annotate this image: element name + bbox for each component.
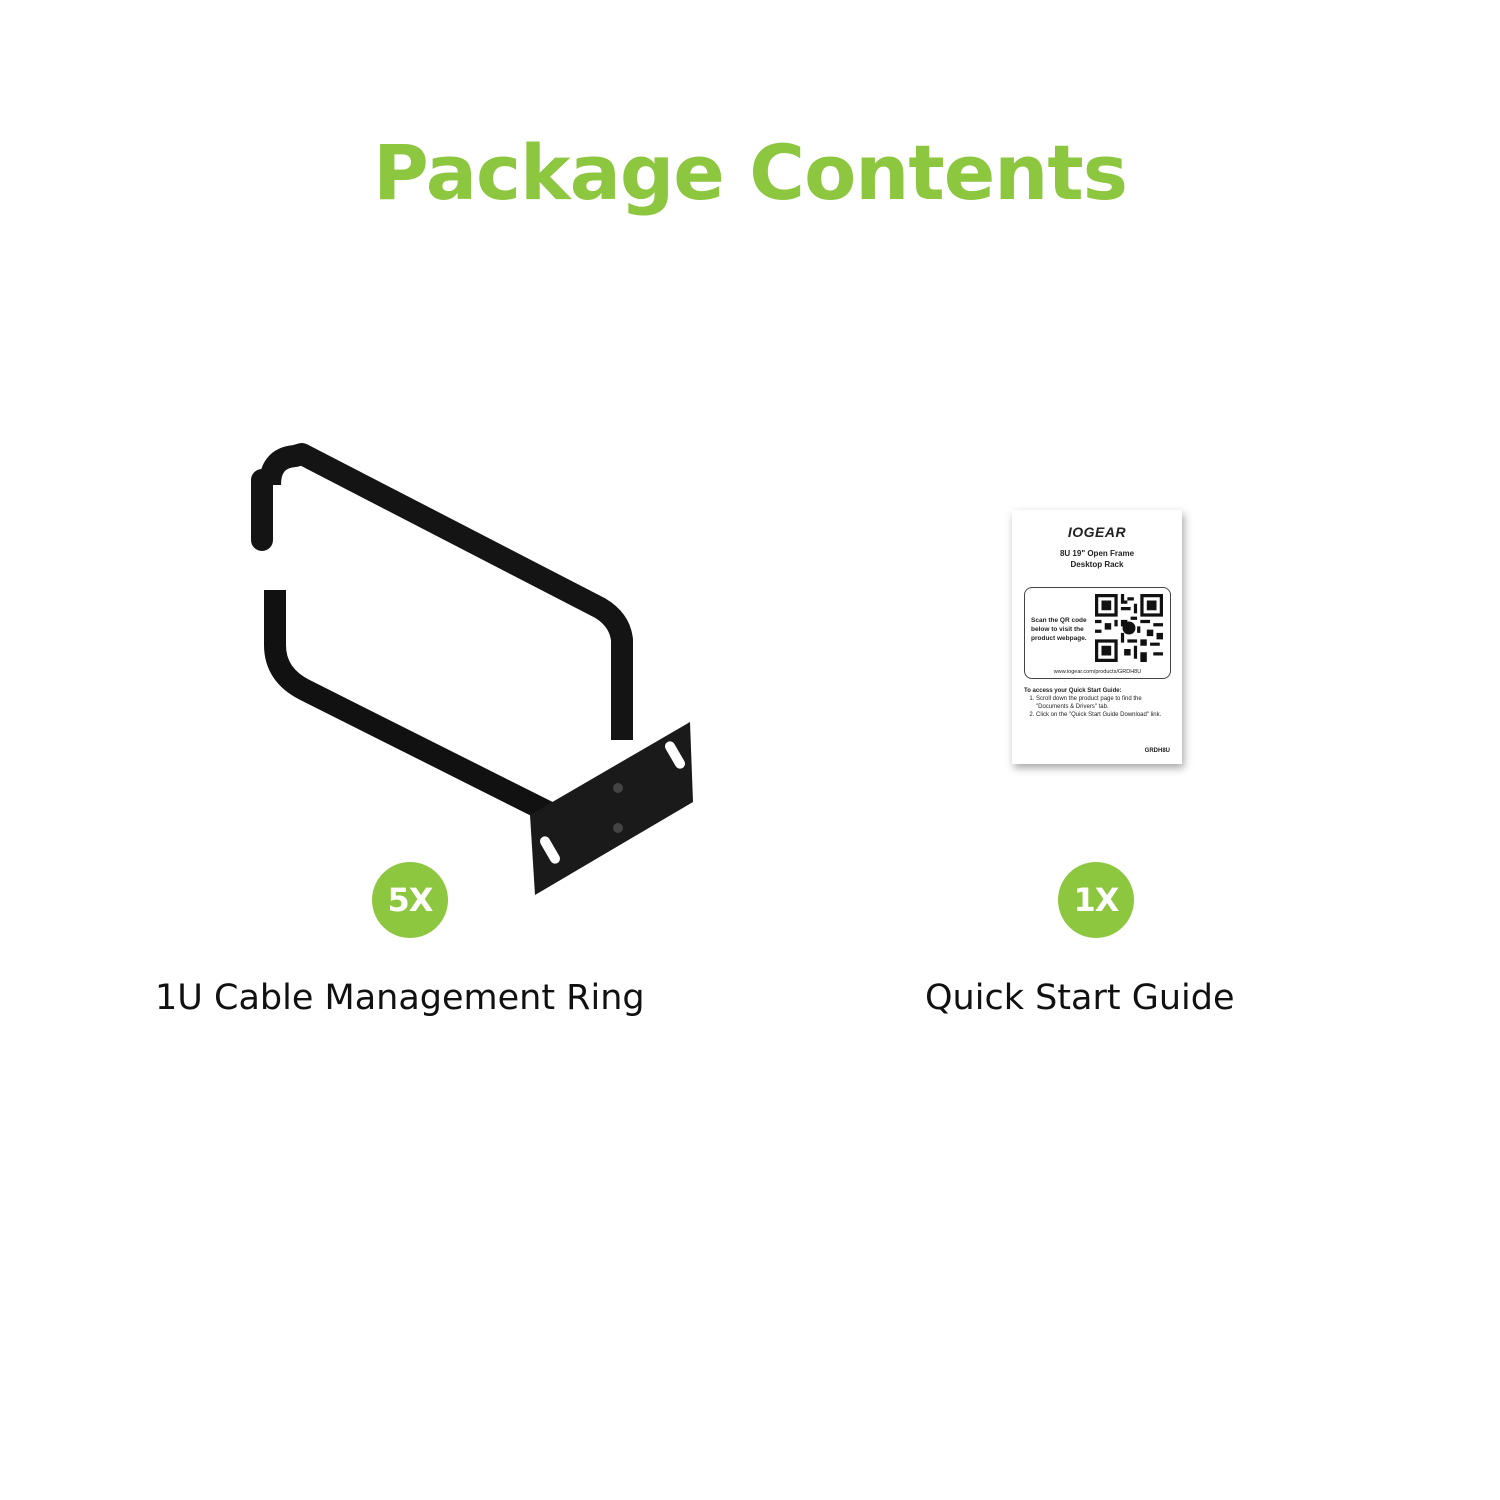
guide-product-name: 8U 19" Open Frame Desktop Rack: [1012, 548, 1182, 570]
access-step: Click on the "Quick Start Guide Download…: [1036, 711, 1174, 719]
access-step: Scroll down the product page to find the…: [1036, 695, 1174, 711]
item-label-guide: Quick Start Guide: [925, 978, 1235, 1018]
quick-start-guide-card-image: IOGEAR 8U 19" Open Frame Desktop Rack Sc…: [1012, 510, 1182, 764]
qr-box: Scan the QR code below to visit the prod…: [1024, 587, 1171, 679]
item-label-ring: 1U Cable Management Ring: [155, 978, 645, 1018]
product-line-2: Desktop Rack: [1070, 560, 1124, 569]
scan-text: Scan the QR code below to visit the prod…: [1031, 617, 1087, 642]
iogear-logo: IOGEAR: [1067, 524, 1127, 540]
product-line-1: 8U 19" Open Frame: [1059, 549, 1135, 558]
access-instructions: To access your Quick Start Guide: Scroll…: [1024, 687, 1174, 719]
quantity-badge-guide: 1X: [1058, 862, 1134, 938]
cable-management-ring-image: [251, 443, 693, 895]
access-heading: To access your Quick Start Guide:: [1024, 688, 1122, 694]
qr-code-icon: [1095, 594, 1163, 662]
guide-sku: GRDH8U: [1144, 748, 1170, 754]
quantity-badge-ring: 5X: [372, 862, 448, 938]
guide-url: www.iogear.com/products/GRDH8U: [1053, 669, 1142, 675]
page-title: Package Contents: [373, 128, 1128, 217]
